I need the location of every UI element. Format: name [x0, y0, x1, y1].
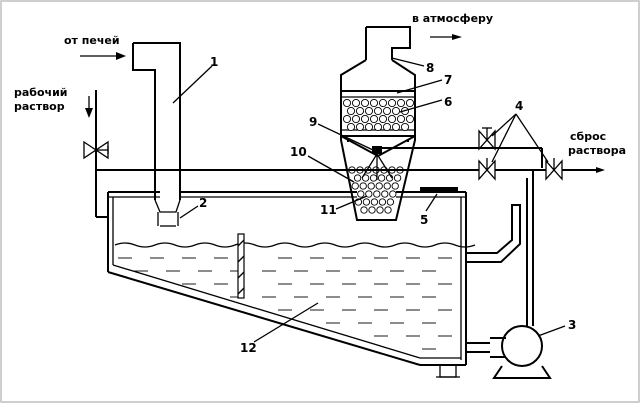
gas-inlet-pipe	[132, 42, 181, 227]
droplet	[378, 198, 387, 206]
droplet	[365, 190, 373, 198]
packing-ring	[351, 98, 361, 108]
packing-ring	[346, 122, 356, 132]
packing-ring	[405, 114, 415, 124]
flow-arrows	[80, 34, 605, 173]
droplet	[393, 174, 402, 182]
droplet	[369, 174, 378, 182]
valve-discharge[interactable]	[545, 158, 563, 181]
callout-12: 12	[240, 341, 257, 355]
packing-ring	[346, 106, 356, 116]
callout-10: 10	[290, 145, 307, 159]
label-discharge-line1: сброс	[570, 130, 606, 143]
pump[interactable]	[490, 320, 552, 379]
tank	[107, 191, 476, 378]
callout-4: 4	[515, 99, 523, 113]
droplet	[384, 206, 392, 214]
spray-droplets	[348, 166, 404, 214]
packing-ring	[360, 114, 370, 124]
droplet	[383, 182, 391, 190]
droplet	[389, 190, 397, 198]
droplet	[362, 198, 371, 206]
droplet	[353, 174, 362, 182]
packing-ring	[351, 114, 361, 124]
droplet	[357, 190, 365, 198]
label-working-solution-line2: раствор	[14, 100, 65, 113]
packing-ring	[373, 122, 383, 132]
packing-ring	[391, 122, 401, 132]
droplet	[381, 190, 389, 198]
solution-piping	[95, 90, 600, 353]
packing-ring	[400, 122, 410, 132]
callout-5: 5	[420, 213, 428, 227]
baffle-plate	[237, 233, 245, 299]
droplet	[351, 182, 359, 190]
packing-ring	[378, 98, 388, 108]
callout-1: 1	[210, 55, 218, 69]
callout-6: 6	[444, 95, 452, 109]
callout-7: 7	[444, 73, 452, 87]
packing-ring	[355, 106, 365, 116]
callout-9: 9	[309, 115, 317, 129]
packing-ring	[373, 106, 383, 116]
valve-feed[interactable]	[83, 140, 109, 160]
droplet	[370, 198, 379, 206]
label-discharge-line2: раствора	[568, 144, 626, 157]
droplet	[373, 190, 381, 198]
callout-3: 3	[568, 318, 576, 332]
overflow-outlet	[466, 204, 521, 263]
packing-ring	[391, 106, 401, 116]
label-working-solution-line1: рабочий	[14, 86, 68, 99]
spray-nozzle	[361, 146, 466, 180]
callout-2: 2	[199, 196, 207, 210]
droplet	[367, 182, 375, 190]
packing-ring	[387, 114, 397, 124]
droplet	[359, 182, 367, 190]
droplet	[377, 174, 386, 182]
droplet	[386, 198, 395, 206]
packing-ring	[355, 122, 365, 132]
packing-ring	[405, 98, 415, 108]
packing-ring	[342, 98, 352, 108]
droplet	[368, 206, 376, 214]
packing-ring	[382, 106, 392, 116]
droplet	[391, 182, 399, 190]
valve-upper[interactable]	[478, 127, 496, 151]
packing-ring	[364, 106, 374, 116]
packing-ring	[396, 114, 406, 124]
droplet	[360, 206, 368, 214]
droplet	[376, 206, 384, 214]
liquid-level-lines	[118, 257, 452, 350]
valve-middle[interactable]	[478, 158, 496, 181]
packing-ring	[387, 98, 397, 108]
packing-rings	[342, 98, 415, 132]
packing-ring	[378, 114, 388, 124]
droplet	[375, 182, 383, 190]
packing-ring	[369, 98, 379, 108]
packing-ring	[396, 98, 406, 108]
inspection-hatch	[420, 187, 458, 192]
label-to-atmosphere: в атмосферу	[412, 12, 493, 25]
leader-lines	[172, 57, 566, 343]
callout-11: 11	[320, 203, 337, 217]
callout-8: 8	[426, 61, 434, 75]
packing-ring	[342, 114, 352, 124]
label-from-furnaces: от печей	[64, 34, 120, 47]
packing-ring	[369, 114, 379, 124]
packing-ring	[360, 98, 370, 108]
packing-ring	[382, 122, 392, 132]
packing-ring	[364, 122, 374, 132]
